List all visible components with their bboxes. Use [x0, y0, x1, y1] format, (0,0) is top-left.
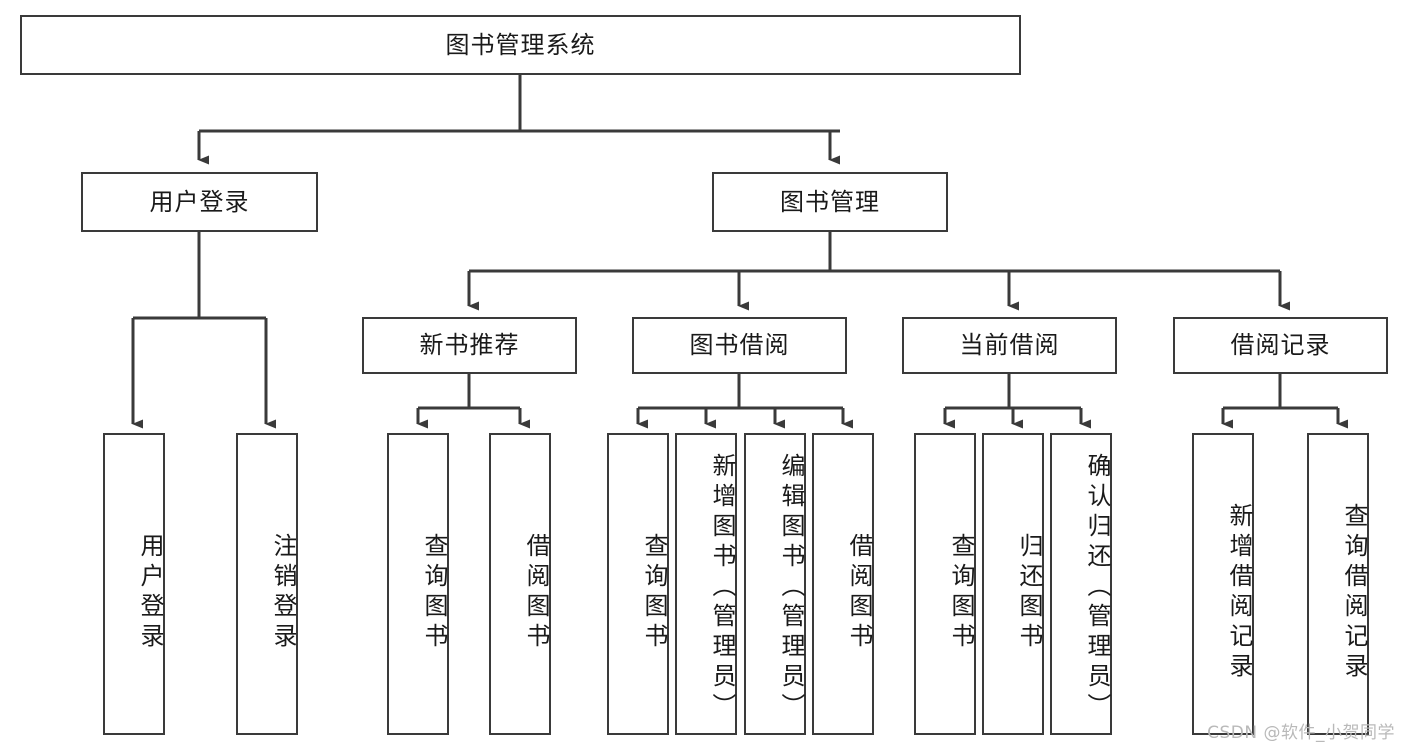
leaf-add-borrow-record[interactable]: 新增借阅记录	[1192, 433, 1254, 735]
csdn-watermark: CSDN @软件_小贺同学	[1207, 723, 1395, 743]
node-label: 新增借阅记录	[1225, 503, 1253, 683]
node-label: 新增图书（管理员）	[708, 453, 736, 723]
leaf-query-borrow-record[interactable]: 查询借阅记录	[1307, 433, 1369, 735]
node-label: 查询图书	[947, 533, 975, 653]
leaf-user-login[interactable]: 用户登录	[103, 433, 165, 735]
node-label: 编辑图书（管理员）	[777, 453, 805, 723]
node-label: 借阅记录	[1230, 331, 1331, 360]
node-label: 新书推荐	[419, 331, 520, 360]
node-label: 图书管理	[780, 187, 880, 216]
node-root-system[interactable]: 图书管理系统	[20, 15, 1021, 75]
leaf-edit-book-admin[interactable]: 编辑图书（管理员）	[744, 433, 806, 735]
leaf-query-book-borrow[interactable]: 查询图书	[607, 433, 669, 735]
leaf-return-book[interactable]: 归还图书	[982, 433, 1044, 735]
node-label: 确认归还（管理员）	[1083, 453, 1111, 723]
node-current-borrow[interactable]: 当前借阅	[902, 317, 1117, 374]
leaf-borrow-book-recommend[interactable]: 借阅图书	[489, 433, 551, 735]
node-borrow-record[interactable]: 借阅记录	[1173, 317, 1388, 374]
node-user-login[interactable]: 用户登录	[81, 172, 318, 232]
node-book-management[interactable]: 图书管理	[712, 172, 948, 232]
leaf-borrow-book[interactable]: 借阅图书	[812, 433, 874, 735]
leaf-logout[interactable]: 注销登录	[236, 433, 298, 735]
node-label: 查询借阅记录	[1340, 503, 1368, 683]
node-label: 当前借阅	[959, 331, 1060, 360]
node-label: 借阅图书	[522, 533, 550, 653]
leaf-confirm-return-admin[interactable]: 确认归还（管理员）	[1050, 433, 1112, 735]
node-label: 注销登录	[269, 533, 297, 653]
node-label: 查询图书	[640, 533, 668, 653]
node-label: 归还图书	[1015, 533, 1043, 653]
node-label: 图书管理系统	[445, 30, 596, 59]
node-label: 查询图书	[420, 533, 448, 653]
node-label: 借阅图书	[845, 533, 873, 653]
node-label: 图书借阅	[689, 331, 790, 360]
node-new-book-recommend[interactable]: 新书推荐	[362, 317, 577, 374]
node-label: 用户登录	[149, 187, 250, 216]
leaf-add-book-admin[interactable]: 新增图书（管理员）	[675, 433, 737, 735]
leaf-query-book-current[interactable]: 查询图书	[914, 433, 976, 735]
node-book-borrow[interactable]: 图书借阅	[632, 317, 847, 374]
leaf-query-book-recommend[interactable]: 查询图书	[387, 433, 449, 735]
node-label: 用户登录	[136, 533, 164, 653]
